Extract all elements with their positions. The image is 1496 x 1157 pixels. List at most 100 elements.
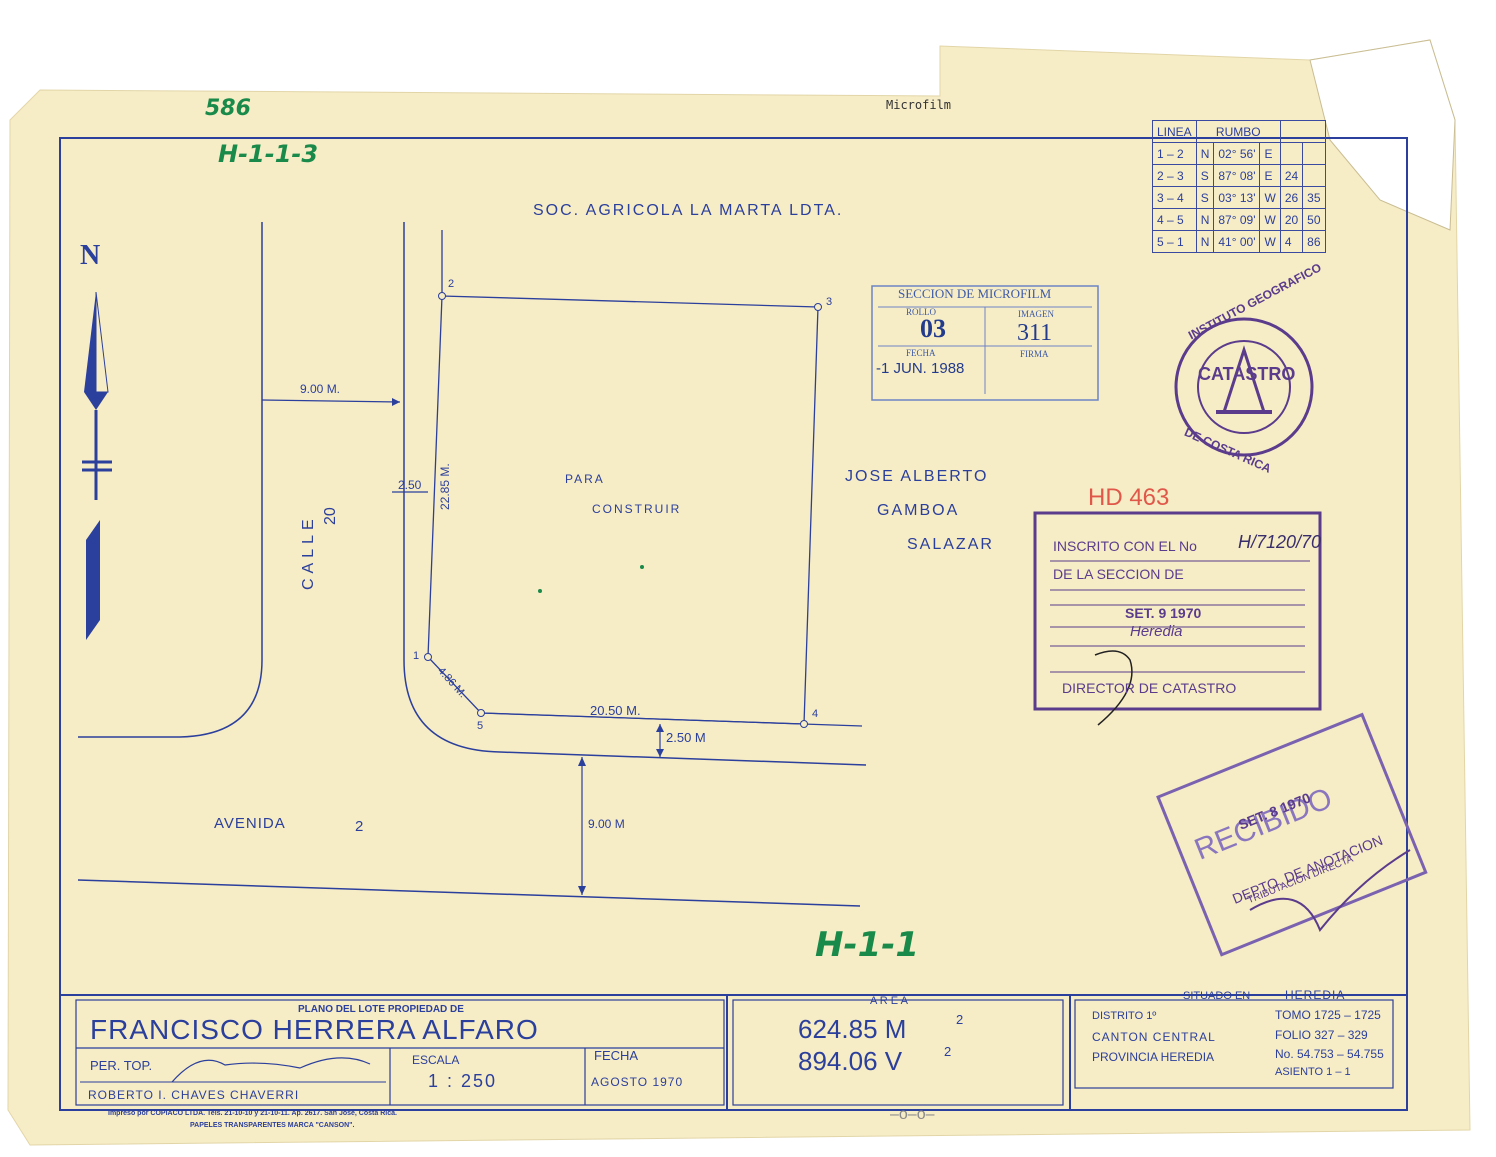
rumbo-dir1: N xyxy=(1195,142,1215,165)
microfilm-stamp-frame xyxy=(871,285,1099,401)
table-row: 5 – 1 N 41° 00' W 4 86 xyxy=(1152,230,1326,253)
dim-side-5-4: 20.50 M. xyxy=(590,703,641,718)
drawing-frame xyxy=(59,137,1408,1111)
canton: CANTON CENTRAL xyxy=(1092,1030,1216,1044)
rumbo-angle: 02° 56' xyxy=(1213,142,1261,165)
microfilm-imagen-value: 311 xyxy=(1017,320,1053,346)
rumbo-line: 3 – 4 xyxy=(1152,186,1197,209)
rumbo-table: LINEA RUMBO 1 – 2 N 02° 56' E 2 – 3 S 87… xyxy=(1152,120,1326,253)
dim-south-street: 9.00 M xyxy=(588,817,625,831)
surveyor-signature xyxy=(171,1057,371,1083)
street-avenida-number: 2 xyxy=(355,818,364,835)
table-row: 4 – 5 N 87° 09' W 20 50 xyxy=(1152,208,1326,231)
neighbor-east-1: JOSE ALBERTO xyxy=(845,468,989,485)
folio: FOLIO 327 – 329 xyxy=(1275,1028,1368,1042)
rumbo-angle: 41° 00' xyxy=(1213,230,1261,253)
microfilm-rollo-label: ROLLO xyxy=(906,307,936,317)
rumbo-dir2: E xyxy=(1259,142,1281,165)
owner-name: FRANCISCO HERRERA ALFARO xyxy=(90,1014,539,1045)
numero: No. 54.753 – 54.755 xyxy=(1275,1047,1384,1061)
rumbo-dir2: E xyxy=(1259,164,1281,187)
inscrito-line-1: INSCRITO CON EL No xyxy=(1053,538,1197,554)
microfilm-stamp-title: SECCION DE MICROFILM xyxy=(898,286,1052,301)
distrito: DISTRITO 1º xyxy=(1092,1010,1157,1022)
rumbo-angle: 03° 13' xyxy=(1213,186,1261,209)
recibido-stamp-frame xyxy=(1156,712,1428,957)
catastro-seal-outer xyxy=(1174,317,1314,457)
rumbo-dir2: W xyxy=(1259,186,1281,209)
rumbo-angle: 87° 08' xyxy=(1213,164,1261,187)
situado-value: HEREDIA xyxy=(1285,988,1346,1002)
escala-value: 1 : 250 xyxy=(428,1071,498,1091)
escala-label: ESCALA xyxy=(412,1053,460,1067)
rumbo-dist-cm: 86 xyxy=(1302,230,1326,253)
avenida-2-south-edge xyxy=(77,879,861,907)
rumbo-dist-m: 26 xyxy=(1279,186,1304,209)
street-avenida-label: AVENIDA xyxy=(214,815,286,832)
printer-line-1: Impreso por COPIACO LTDA. Tels. 21-10-10… xyxy=(108,1110,397,1117)
microfilm-label: Microfilm xyxy=(886,98,952,112)
catastro-seal-center: CATASTRO xyxy=(1198,364,1296,384)
rumbo-header-rumbo: RUMBO xyxy=(1195,120,1281,143)
rumbo-line: 5 – 1 xyxy=(1152,230,1197,253)
situado-label: SITUADO EN xyxy=(1183,990,1251,1002)
bottom-mark: –o–o– xyxy=(890,1106,935,1123)
rumbo-dist-cm xyxy=(1302,142,1326,165)
inscrito-number: H/7120/70 xyxy=(1238,532,1322,552)
microfilm-fecha-value: -1 JUN. 1988 xyxy=(876,360,965,377)
printer-line-2: PAPELES TRANSPARENTES MARCA "CANSON". xyxy=(190,1122,355,1129)
inscrito-place: Heredia xyxy=(1130,623,1183,640)
rumbo-line: 2 – 3 xyxy=(1152,164,1197,187)
rumbo-dir1: S xyxy=(1195,164,1215,187)
handwritten-number: 586 xyxy=(205,96,251,121)
point-label-2: 2 xyxy=(448,278,455,290)
rumbo-dist-cm xyxy=(1302,164,1326,187)
rumbo-dist-m: 24 xyxy=(1279,164,1304,187)
north-label: N xyxy=(80,240,101,271)
point-label-1: 1 xyxy=(413,650,420,662)
table-row: 2 – 3 S 87° 08' E 24 xyxy=(1152,164,1326,187)
area-m2: 624.85 M xyxy=(798,1014,907,1044)
rumbo-dir2: W xyxy=(1259,208,1281,231)
point-label-5: 5 xyxy=(477,720,484,732)
torn-corner xyxy=(1309,39,1456,231)
microfilm-firma-label: FIRMA xyxy=(1020,349,1049,359)
rumbo-dist-cm: 35 xyxy=(1302,186,1326,209)
rumbo-line: 4 – 5 xyxy=(1152,208,1197,231)
rumbo-line: 1 – 2 xyxy=(1152,142,1197,165)
neighbor-east-2: GAMBOA xyxy=(877,502,960,519)
area-m2-sup: 2 xyxy=(956,1012,964,1027)
microfilm-rollo-value: 03 xyxy=(920,314,946,343)
asiento: ASIENTO 1 – 1 xyxy=(1275,1066,1351,1078)
tomo: TOMO 1725 – 1725 xyxy=(1275,1008,1381,1022)
rumbo-dir1: S xyxy=(1195,186,1215,209)
street-calle-label: CALLE xyxy=(300,514,317,590)
rumbo-dir1: N xyxy=(1195,230,1215,253)
provincia: PROVINCIA HEREDIA xyxy=(1092,1050,1215,1064)
inscrito-footer: DIRECTOR DE CATASTRO xyxy=(1062,680,1237,696)
handwritten-code: H-1-1-3 xyxy=(218,140,319,168)
rumbo-dist-cm: 50 xyxy=(1302,208,1326,231)
rumbo-dist-m: 20 xyxy=(1279,208,1304,231)
per-top-label: PER. TOP. xyxy=(90,1058,153,1073)
area-label: A R E A xyxy=(870,995,908,1007)
dim-side-1-2: 22.85 M. xyxy=(438,463,452,510)
surveyor-name: ROBERTO I. CHAVES CHAVERRI xyxy=(88,1088,300,1102)
calle-20-west-edge xyxy=(78,222,263,738)
area-v2: 894.06 V xyxy=(798,1046,903,1076)
point-label-4: 4 xyxy=(812,708,819,720)
table-row: 3 – 4 S 03° 13' W 26 35 xyxy=(1152,186,1326,209)
neighbor-east-3: SALAZAR xyxy=(907,536,994,553)
dim-south-setback: 2.50 M xyxy=(666,730,706,745)
rumbo-dist-m xyxy=(1279,142,1304,165)
rumbo-dir1: N xyxy=(1195,208,1215,231)
dim-west-setback: 2.50 xyxy=(398,478,422,492)
purpose-line-2: CONSTRUIR xyxy=(592,502,682,516)
fecha-label: FECHA xyxy=(594,1048,639,1063)
point-label-3: 3 xyxy=(826,296,833,308)
rumbo-dist-m: 4 xyxy=(1279,230,1304,253)
fecha-value: AGOSTO 1970 xyxy=(591,1075,684,1089)
table-row: 1 – 2 N 02° 56' E xyxy=(1152,142,1326,165)
